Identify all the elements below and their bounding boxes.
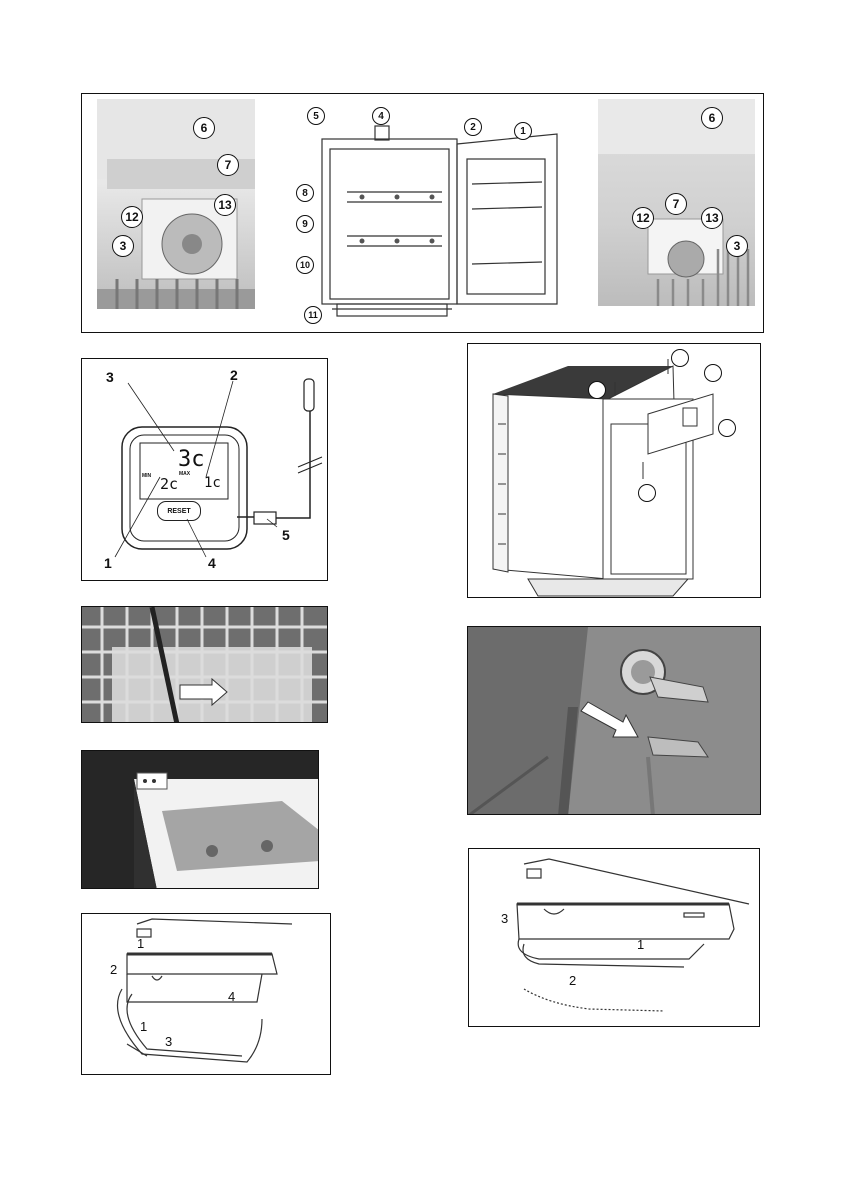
therm-label-1: 1 xyxy=(104,555,112,571)
callout-8: 8 xyxy=(296,184,314,202)
callout-2: 2 xyxy=(464,118,482,136)
max-label: MAX xyxy=(179,471,190,477)
callout-1: 1 xyxy=(514,122,532,140)
reset-button[interactable]: RESET xyxy=(157,501,201,521)
min-label: MIN xyxy=(142,473,151,479)
step-1-top: 1 xyxy=(137,936,144,951)
callout-11: 11 xyxy=(304,306,322,324)
callout-12-right: 12 xyxy=(632,207,654,229)
callout-7-left: 7 xyxy=(217,154,239,176)
therm-label-5: 5 xyxy=(282,527,290,543)
callout-6-right: 6 xyxy=(701,107,723,129)
door-removal-panel xyxy=(467,343,761,598)
callout-13-right: 13 xyxy=(701,207,723,229)
display-main: 3c xyxy=(178,447,205,472)
therm-label-4: 4 xyxy=(208,555,216,571)
door-callout-top xyxy=(671,349,689,367)
step-3-right: 3 xyxy=(501,911,508,926)
interior-light-photo xyxy=(81,750,319,889)
step-1-right: 1 xyxy=(637,937,644,952)
handle-left-drawing xyxy=(82,914,331,1075)
door-callout-bottom xyxy=(638,484,656,502)
step-2-right: 2 xyxy=(569,973,576,988)
therm-label-2: 2 xyxy=(230,367,238,383)
callout-13-left: 13 xyxy=(214,194,236,216)
thermometer-drawing xyxy=(82,359,328,581)
key-lock-photo xyxy=(467,626,761,815)
interior-light-drawing xyxy=(82,751,319,889)
overview-panel: 6 7 12 13 3 5 xyxy=(81,93,764,333)
step-2: 2 xyxy=(110,962,117,977)
callout-3-right: 3 xyxy=(726,235,748,257)
callout-10: 10 xyxy=(296,256,314,274)
callout-12-left: 12 xyxy=(121,206,143,228)
handle-install-left: 1 2 1 3 4 xyxy=(81,913,331,1075)
callout-7-right: 7 xyxy=(665,193,687,215)
therm-label-3: 3 xyxy=(106,369,114,385)
fridge-outline xyxy=(292,104,582,329)
fridge-door-removal-drawing xyxy=(468,344,761,598)
probe-grille-photo xyxy=(81,606,328,723)
step-1-bottom: 1 xyxy=(140,1019,147,1034)
grille-drawing xyxy=(82,607,328,723)
step-3: 3 xyxy=(165,1034,172,1049)
handle-right-drawing xyxy=(469,849,760,1027)
door-callout-right xyxy=(718,419,736,437)
display-right: 1c xyxy=(204,475,221,491)
left-photo-vent: 6 7 12 13 3 xyxy=(97,99,255,309)
step-4: 4 xyxy=(228,989,235,1004)
callout-5: 5 xyxy=(307,107,325,125)
fridge-open-drawing: 5 4 2 1 8 9 10 11 xyxy=(292,104,582,329)
callout-4: 4 xyxy=(372,107,390,125)
handle-install-right: 3 1 2 xyxy=(468,848,760,1027)
callout-3-left: 3 xyxy=(112,235,134,257)
key-lock-drawing xyxy=(468,627,761,815)
display-sub: 2c xyxy=(160,475,178,493)
door-callout-right-top xyxy=(704,364,722,382)
right-photo-vent: 6 7 12 13 3 xyxy=(598,99,755,306)
door-callout-left xyxy=(588,381,606,399)
callout-6-left: 6 xyxy=(193,117,215,139)
thermometer-panel: 3 2 1 4 5 3c 2c 1c MIN MAX RESET xyxy=(81,358,328,581)
callout-9: 9 xyxy=(296,215,314,233)
